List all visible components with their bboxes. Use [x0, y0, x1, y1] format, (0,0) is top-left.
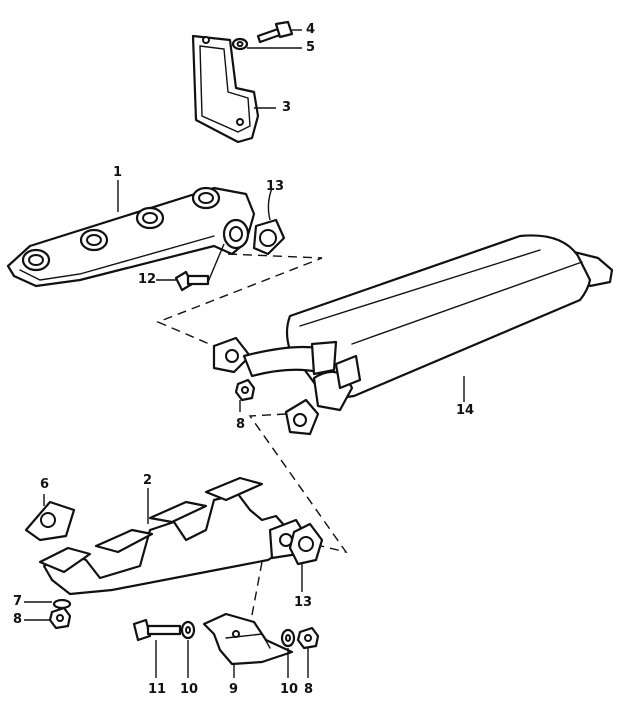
manifold-left-part — [6, 180, 256, 288]
callout-gasket-left: 6 — [40, 477, 50, 492]
callout-bolt-lower: 11 — [148, 682, 167, 697]
gasket-left-part — [24, 494, 76, 542]
callout-nut-lower-right: 8 — [304, 682, 314, 697]
callout-washer-upper: 5 — [306, 40, 316, 55]
manifold-right-part — [38, 476, 308, 596]
callout-washer-lower-a: 10 — [180, 682, 199, 697]
callout-heat-shield-upper: 3 — [282, 100, 292, 115]
heat-shield-upper-part — [191, 34, 276, 144]
alignment-line-upper — [156, 253, 323, 347]
callout-gasket-upper: 13 — [266, 179, 285, 194]
washer-lower-b-part — [280, 628, 296, 678]
bolt-lower-part — [132, 618, 182, 678]
callout-washer-lower-b: 10 — [280, 682, 299, 697]
callout-manifold-right: 2 — [143, 473, 153, 488]
callout-muffler: 14 — [456, 403, 475, 418]
nut-lower-right-part — [296, 626, 320, 678]
callout-manifold-left: 1 — [113, 165, 123, 180]
callout-bolt-manifold: 12 — [138, 272, 157, 287]
bolt-manifold-part — [156, 243, 225, 292]
washer-upper-part — [231, 37, 302, 51]
nut-lower-left-part — [24, 606, 72, 630]
gasket-lower-part — [288, 522, 324, 592]
callout-washer-small: 7 — [13, 594, 23, 609]
washer-small-part — [24, 598, 72, 610]
callout-bolt-upper: 4 — [306, 22, 316, 37]
callout-nut-center: 8 — [236, 417, 246, 432]
callout-gasket-lower: 13 — [294, 595, 313, 610]
gasket-upper-part — [252, 187, 286, 256]
bolt-upper-part — [256, 20, 302, 44]
heat-shield-lower-part — [202, 612, 294, 678]
washer-lower-a-part — [180, 620, 196, 678]
muffler-part — [212, 234, 614, 436]
nut-center-part — [234, 378, 256, 412]
callout-nut-lower-left: 8 — [13, 612, 23, 627]
callout-heat-shield-lower: 9 — [229, 682, 239, 697]
